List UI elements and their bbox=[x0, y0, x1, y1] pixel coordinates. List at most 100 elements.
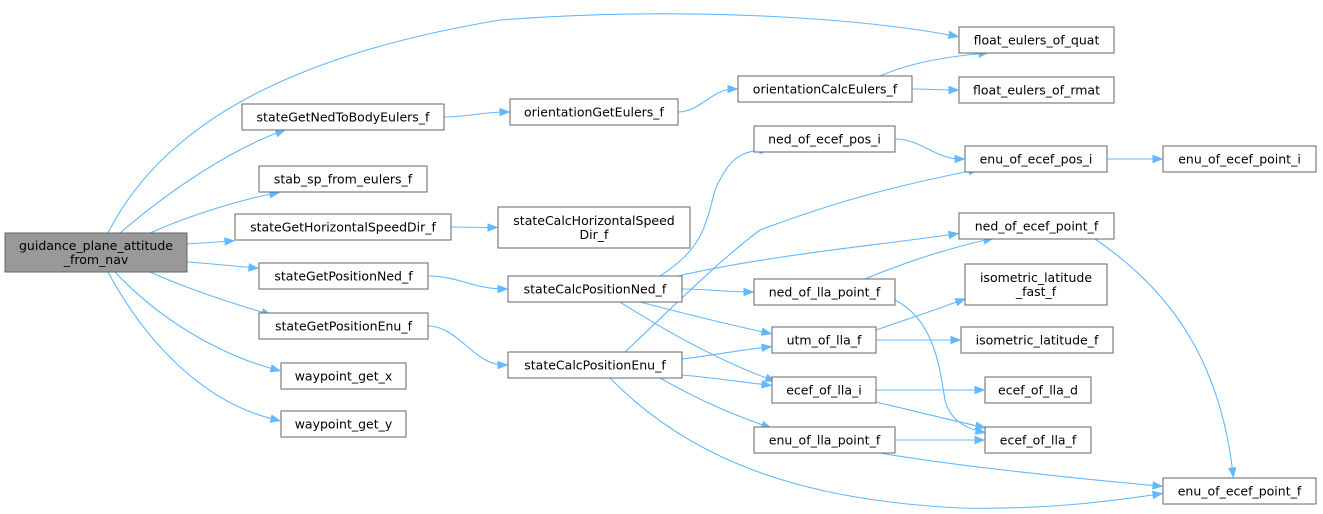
edge-root-to-waypoint_get_x bbox=[114, 271, 278, 371]
node-label: ecef_of_lla_f bbox=[1000, 433, 1077, 448]
node-box bbox=[280, 362, 407, 390]
arrowhead-ecef_of_lla_i-to-ecef_of_lla_d bbox=[974, 385, 986, 395]
arrowhead-stateGetPositionNed_f-to-stateCalcPositionNed_f bbox=[497, 284, 509, 294]
node-box bbox=[984, 426, 1092, 454]
node-ned_of_ecef_point_f[interactable]: ned_of_ecef_point_f bbox=[958, 212, 1115, 240]
node-ned_of_lla_point_f[interactable]: ned_of_lla_point_f bbox=[753, 278, 896, 306]
node-label: Dir_f bbox=[580, 227, 609, 242]
node-box bbox=[771, 326, 877, 354]
node-label: stateGetPositionNed_f bbox=[274, 269, 413, 284]
node-label: stateCalcPositionEnu_f bbox=[524, 358, 666, 373]
node-stateGetNedToBodyEulers_f[interactable]: stateGetNedToBodyEulers_f bbox=[241, 103, 445, 131]
node-box bbox=[507, 275, 683, 303]
node-stateCalcPositionEnu_f[interactable]: stateCalcPositionEnu_f bbox=[507, 351, 683, 379]
node-box bbox=[753, 125, 896, 153]
node-label: isometric_latitude_f bbox=[976, 333, 1099, 348]
node-isometric_latitude_fast_f[interactable]: isometric_latitude_fast_f bbox=[964, 263, 1108, 306]
node-label: utm_of_lla_f bbox=[787, 333, 862, 348]
arrowhead-enu_of_lla_point_f-to-ecef_of_lla_f bbox=[974, 435, 986, 445]
edge-stateCalcPositionEnu_f-to-enu_of_ecef_pos_i bbox=[624, 169, 976, 353]
node-ned_of_ecef_pos_i[interactable]: ned_of_ecef_pos_i bbox=[753, 125, 896, 153]
edge-stateCalcPositionNed_f-to-ecef_of_lla_i bbox=[619, 301, 773, 381]
edge-ned_of_lla_point_f-to-ecef_of_lla_f bbox=[894, 299, 983, 433]
node-isometric_latitude_f[interactable]: isometric_latitude_f bbox=[960, 326, 1114, 354]
node-stateGetHorizontalSpeedDir_f[interactable]: stateGetHorizontalSpeedDir_f bbox=[234, 213, 452, 241]
edge-root-to-stab_sp_from_eulers_f bbox=[149, 192, 277, 234]
arrowhead-root-to-float_eulers_of_quat bbox=[947, 30, 960, 39]
node-waypoint_get_y[interactable]: waypoint_get_y bbox=[280, 410, 407, 438]
node-enu_of_ecef_point_i[interactable]: enu_of_ecef_point_i bbox=[1162, 145, 1317, 173]
node-box bbox=[771, 376, 877, 404]
node-float_eulers_of_quat[interactable]: float_eulers_of_quat bbox=[958, 26, 1115, 54]
node-box bbox=[280, 410, 407, 438]
node-utm_of_lla_f[interactable]: utm_of_lla_f bbox=[771, 326, 877, 354]
arrowhead-stateGetHorizontalSpeedDir_f-to-stateCalcHorizontalSpeedDir_f bbox=[487, 223, 499, 232]
arrowhead-stateCalcPositionNed_f-to-ned_of_ecef_point_f bbox=[947, 230, 960, 240]
arrowhead-root-to-stateGetPositionNed_f bbox=[248, 263, 260, 272]
node-label: ecef_of_lla_d bbox=[998, 383, 1078, 398]
node-label: ned_of_ecef_point_f bbox=[975, 219, 1099, 234]
node-box bbox=[737, 75, 913, 103]
arrowhead-enu_of_ecef_pos_i-to-enu_of_ecef_point_i bbox=[1152, 154, 1164, 164]
node-label: orientationGetEulers_f bbox=[524, 105, 665, 120]
node-waypoint_get_x[interactable]: waypoint_get_x bbox=[280, 362, 407, 390]
arrowhead-stateGetNedToBodyEulers_f-to-orientationGetEulers_f bbox=[499, 107, 511, 117]
node-label: stateGetHorizontalSpeedDir_f bbox=[250, 220, 436, 235]
edge-ned_of_ecef_point_f-to-enu_of_ecef_point_f bbox=[1094, 238, 1234, 475]
edge-stateGetPositionEnu_f-to-stateCalcPositionEnu_f bbox=[427, 325, 505, 366]
node-label: stateGetNedToBodyEulers_f bbox=[257, 110, 431, 125]
arrowhead-root-to-waypoint_get_y bbox=[269, 414, 282, 423]
node-label: _fast_f bbox=[1015, 284, 1057, 299]
node-label: enu_of_lla_point_f bbox=[769, 433, 881, 448]
node-box bbox=[984, 376, 1092, 404]
node-label: ned_of_lla_point_f bbox=[769, 285, 881, 300]
node-stateGetPositionEnu_f[interactable]: stateGetPositionEnu_f bbox=[258, 312, 429, 340]
arrowhead-root-to-stateGetNedToBodyEulers_f bbox=[274, 129, 287, 138]
node-label: enu_of_ecef_pos_i bbox=[980, 152, 1093, 167]
edge-stateCalcPositionEnu_f-to-ecef_of_lla_i bbox=[681, 374, 769, 386]
edge-stateCalcPositionNed_f-to-utm_of_lla_f bbox=[639, 301, 769, 334]
node-label: float_eulers_of_quat bbox=[974, 33, 1100, 48]
node-box bbox=[1162, 477, 1317, 505]
arrowhead-stateCalcPositionNed_f-to-utm_of_lla_f bbox=[760, 327, 773, 336]
edge-stateCalcPositionEnu_f-to-enu_of_ecef_point_f bbox=[609, 377, 1160, 509]
arrowhead-ecef_of_lla_i-to-ecef_of_lla_f bbox=[974, 421, 987, 430]
edge-root-to-stateGetHorizontalSpeedDir_f bbox=[186, 240, 232, 245]
node-label: stateGetPositionEnu_f bbox=[275, 319, 413, 334]
node-ecef_of_lla_i[interactable]: ecef_of_lla_i bbox=[771, 376, 877, 404]
edge-root-to-stateGetPositionNed_f bbox=[186, 261, 256, 269]
node-box bbox=[958, 26, 1115, 54]
node-ecef_of_lla_d[interactable]: ecef_of_lla_d bbox=[984, 376, 1092, 404]
edge-orientationCalcEulers_f-to-float_eulers_of_quat bbox=[879, 52, 986, 77]
arrowhead-stateCalcPositionEnu_f-to-enu_of_ecef_point_f bbox=[1151, 490, 1164, 500]
node-label: waypoint_get_x bbox=[295, 369, 393, 384]
edge-stateCalcPositionNed_f-to-ned_of_lla_point_f bbox=[681, 288, 751, 293]
node-box bbox=[753, 426, 896, 454]
node-ecef_of_lla_f[interactable]: ecef_of_lla_f bbox=[984, 426, 1092, 454]
node-float_eulers_of_rmat[interactable]: float_eulers_of_rmat bbox=[958, 76, 1115, 104]
node-box bbox=[507, 351, 683, 379]
arrowhead-root-to-stateGetHorizontalSpeedDir_f bbox=[224, 237, 236, 246]
arrowhead-stateGetPositionEnu_f-to-stateCalcPositionEnu_f bbox=[497, 360, 509, 370]
node-stab_sp_from_eulers_f[interactable]: stab_sp_from_eulers_f bbox=[258, 165, 428, 193]
node-orientationCalcEulers_f[interactable]: orientationCalcEulers_f bbox=[737, 75, 913, 103]
arrowhead-ned_of_ecef_point_f-to-enu_of_ecef_point_f bbox=[1228, 467, 1237, 479]
node-root[interactable]: guidance_plane_attitude_from_nav bbox=[4, 232, 188, 273]
arrowhead-stateCalcPositionEnu_f-to-ecef_of_lla_i bbox=[761, 380, 773, 389]
edge-root-to-float_eulers_of_quat bbox=[107, 13, 956, 234]
node-label: isometric_latitude bbox=[980, 270, 1092, 285]
node-label: enu_of_ecef_point_f bbox=[1178, 484, 1302, 499]
node-orientationGetEulers_f[interactable]: orientationGetEulers_f bbox=[509, 98, 679, 126]
edge-enu_of_lla_point_f-to-enu_of_ecef_point_f bbox=[879, 452, 1160, 487]
node-stateCalcPositionNed_f[interactable]: stateCalcPositionNed_f bbox=[507, 275, 683, 303]
edge-root-to-stateGetPositionEnu_f bbox=[149, 271, 269, 315]
node-label: stateCalcPositionNed_f bbox=[524, 282, 667, 297]
node-enu_of_ecef_point_f[interactable]: enu_of_ecef_point_f bbox=[1162, 477, 1317, 505]
edge-stateCalcPositionEnu_f-to-utm_of_lla_f bbox=[681, 346, 769, 360]
node-enu_of_lla_point_f[interactable]: enu_of_lla_point_f bbox=[753, 426, 896, 454]
node-enu_of_ecef_pos_i[interactable]: enu_of_ecef_pos_i bbox=[964, 145, 1108, 173]
arrowhead-stateCalcPositionNed_f-to-ned_of_lla_point_f bbox=[743, 287, 755, 297]
node-stateGetPositionNed_f[interactable]: stateGetPositionNed_f bbox=[258, 262, 429, 290]
